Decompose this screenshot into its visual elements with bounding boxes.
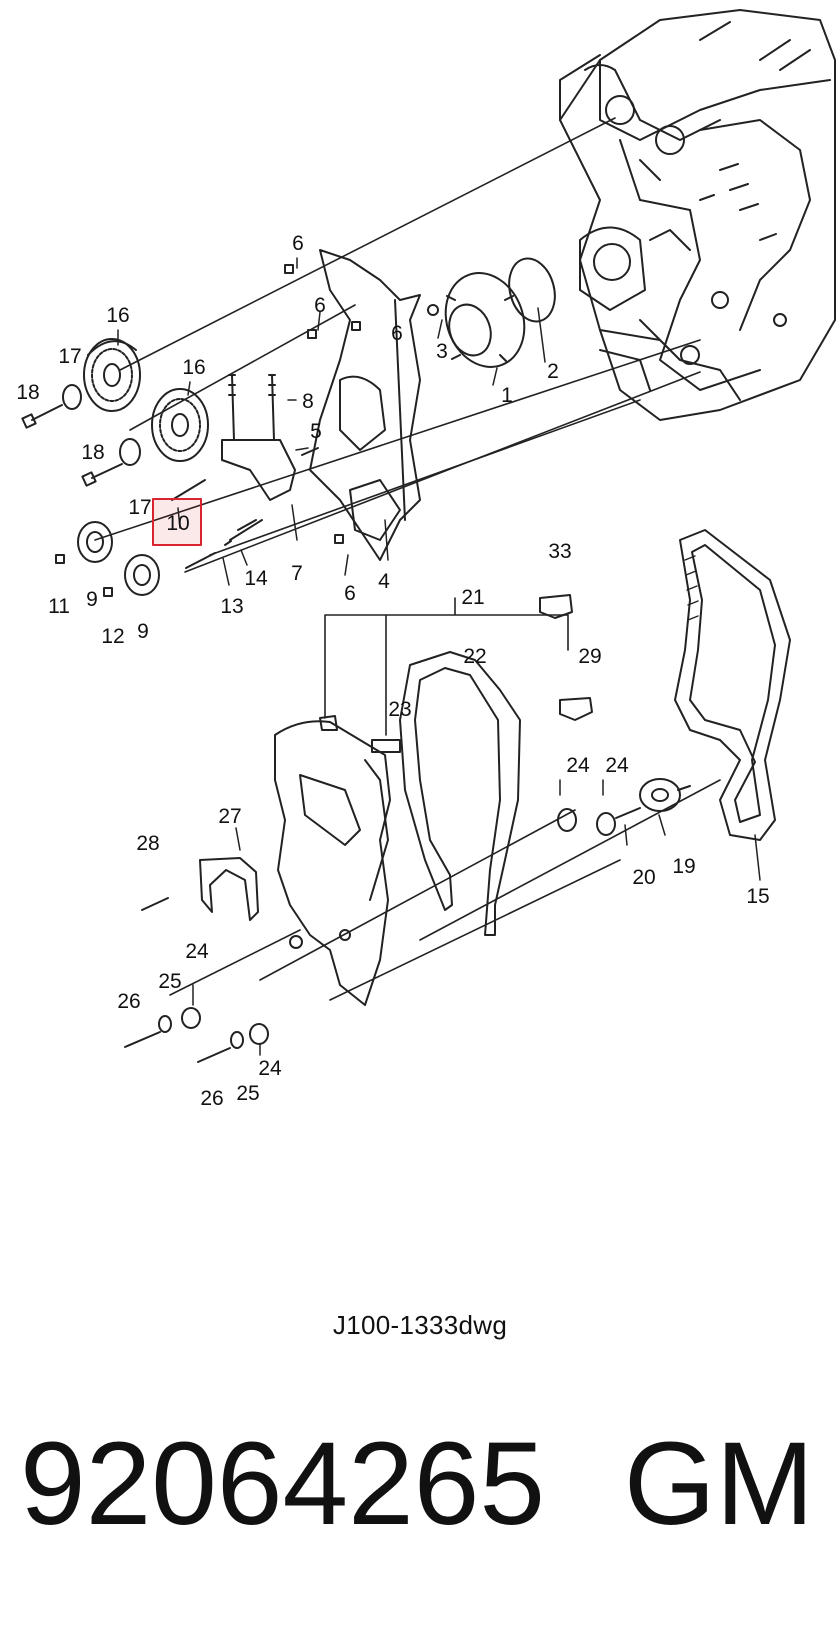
- diagram-drawing: 1 2 3 4 5 6 6 6 6 7 8 9 9 10 11 12 13 14…: [16, 9, 836, 1110]
- timing-belt: [674, 529, 791, 841]
- exploded-parts-diagram: 1 2 3 4 5 6 6 6 6 7 8 9 9 10 11 12 13 14…: [16, 9, 836, 1110]
- callout-24: 24: [185, 940, 209, 963]
- bolt-18-lower: [91, 463, 123, 479]
- callout-6: 6: [344, 582, 356, 605]
- callout-33: 33: [548, 540, 571, 563]
- callout-19: 19: [672, 855, 695, 878]
- callout-4: 4: [378, 570, 390, 593]
- bolt-18-upper: [31, 404, 63, 421]
- callout-6: 6: [292, 232, 304, 255]
- callout-28: 28: [136, 832, 159, 855]
- leader-lines: [117, 257, 761, 1056]
- callout-17: 17: [128, 496, 151, 519]
- bolt-20: [615, 807, 641, 819]
- clip-33: [539, 594, 573, 619]
- rear-timing-cover: [309, 249, 421, 561]
- cover-seal-strip: [371, 739, 401, 753]
- callout-8: 8: [302, 390, 314, 413]
- callout-29: 29: [578, 645, 601, 668]
- callout-18: 18: [81, 441, 104, 464]
- guide-lines: [94, 117, 721, 1001]
- callout-23: 23: [388, 698, 411, 721]
- washer-17-lower: [119, 438, 141, 466]
- engine-block: [559, 9, 836, 421]
- callout-13: 13: [220, 595, 243, 618]
- brand-label: GM: [623, 1418, 814, 1550]
- callout-21: 21: [461, 586, 484, 609]
- belt-tensioner: [639, 778, 691, 812]
- washer-17-upper: [62, 384, 82, 410]
- callout-24: 24: [566, 754, 590, 777]
- camshaft-sprocket-upper: [83, 338, 141, 412]
- clip-29: [559, 697, 593, 721]
- water-pump: [444, 272, 526, 368]
- callout-3: 3: [436, 340, 448, 363]
- callout-9: 9: [137, 620, 149, 643]
- callout-6: 6: [314, 294, 326, 317]
- callout-24: 24: [605, 754, 629, 777]
- callout-18: 18: [16, 381, 39, 404]
- callout-2: 2: [547, 360, 559, 383]
- stud-bracket: [221, 374, 296, 501]
- callout-17: 17: [58, 345, 81, 368]
- small-fasteners: [55, 264, 439, 597]
- drawing-code: J100-1333dwg: [332, 1310, 508, 1340]
- callout-1: 1: [501, 384, 513, 407]
- callout-26: 26: [117, 990, 140, 1013]
- idler-pulley-upper: [77, 521, 113, 563]
- callout-6: 6: [391, 322, 403, 345]
- callout-12: 12: [101, 625, 124, 648]
- callout-24: 24: [258, 1057, 282, 1080]
- callout-14: 14: [244, 567, 268, 590]
- callout-16: 16: [106, 304, 129, 327]
- callout-labels: 1 2 3 4 5 6 6 6 6 7 8 9 9 10 11 12 13 14…: [16, 232, 769, 1110]
- part-number: 92064265: [20, 1418, 546, 1550]
- callout-20: 20: [632, 866, 655, 889]
- inner-timing-cover: [399, 651, 521, 936]
- callout-10: 10: [166, 512, 189, 535]
- callout-7: 7: [291, 562, 303, 585]
- callout-11: 11: [48, 595, 70, 618]
- callout-25: 25: [236, 1082, 259, 1105]
- callout-25: 25: [158, 970, 181, 993]
- callout-16: 16: [182, 356, 205, 379]
- idler-pulley-lower: [124, 554, 160, 596]
- front-timing-cover: [274, 715, 391, 1006]
- callout-22: 22: [463, 645, 486, 668]
- callout-15: 15: [746, 885, 769, 908]
- callout-5: 5: [310, 420, 322, 443]
- highlight-box-10: [152, 498, 202, 546]
- cover-bracket: [199, 857, 259, 921]
- callout-27: 27: [218, 805, 241, 828]
- callout-26: 26: [200, 1087, 223, 1110]
- camshaft-sprocket-lower: [151, 388, 209, 462]
- callout-9: 9: [86, 588, 98, 611]
